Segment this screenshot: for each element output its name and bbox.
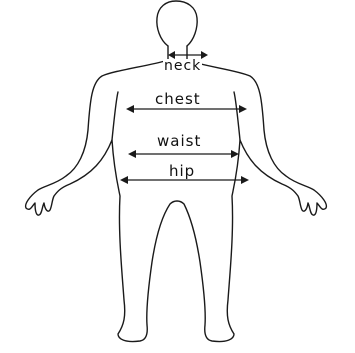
chest-label: chest [154,92,202,107]
head-outline [157,1,197,46]
neck-arrow-right [201,51,208,59]
waist-label: waist [156,134,202,149]
right-inner-arm-line [234,92,240,140]
neck-label: neck [163,59,202,73]
hip-label: hip [168,164,196,179]
chest-arrow-right [239,105,247,113]
waist-arrow-left [128,150,136,158]
chest-arrow-left [126,105,134,113]
hip-arrow-right [241,176,249,184]
hip-arrow-left [120,176,128,184]
left-inner-arm-line [112,92,118,140]
